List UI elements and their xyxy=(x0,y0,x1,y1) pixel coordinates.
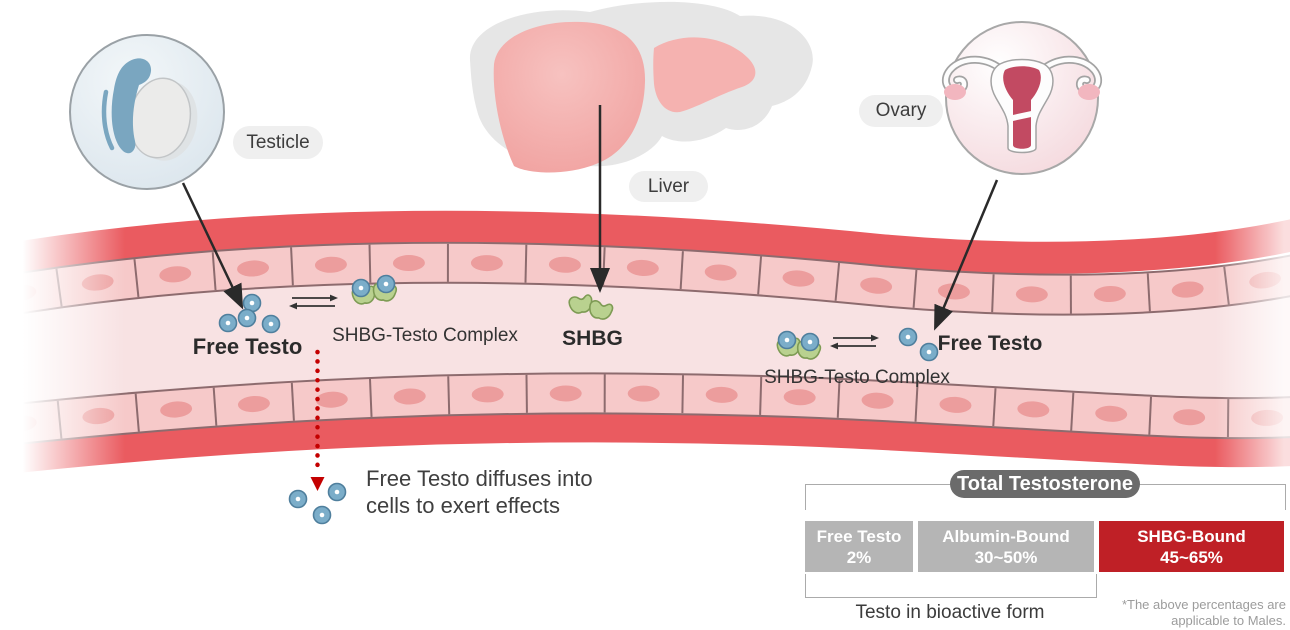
footnote-line2: applicable to Males. xyxy=(1171,613,1286,628)
segment-shbg-bound-value: 45~65% xyxy=(1160,547,1223,567)
blood-vessel xyxy=(0,210,1290,475)
segment-shbg-bound: SHBG-Bound 45~65% xyxy=(1099,521,1284,572)
vessel-wall-top xyxy=(0,210,1290,277)
equilibrium-arrows-left xyxy=(289,294,338,310)
ovary-to-vessel-arrow xyxy=(934,179,999,331)
bioactive-label: Testo in bioactive form xyxy=(855,602,1045,623)
free-testo-right-label: Free Testo xyxy=(937,332,1043,355)
diffusion-note: Free Testo diffuses into cells to exert … xyxy=(366,465,606,519)
liver-illustration xyxy=(469,1,813,173)
segment-albumin-bound-label: Albumin-Bound xyxy=(942,526,1070,546)
segment-albumin-bound: Albumin-Bound 30~50% xyxy=(918,521,1094,572)
ovary-illustration xyxy=(941,21,1103,175)
endothelium-top xyxy=(0,243,1290,316)
diffusion-note-line1: Free Testo diffuses into xyxy=(366,466,593,491)
ovary-label-text: Ovary xyxy=(875,100,927,121)
ovary-left-shape xyxy=(944,84,966,100)
total-testosterone-title: Total Testosterone xyxy=(957,472,1133,495)
footnote: *The above percentages are applicable to… xyxy=(1040,597,1286,629)
diffusion-note-line2: cells to exert effects xyxy=(366,493,561,518)
liver-left-lobe xyxy=(493,21,646,173)
liver-right-lobe xyxy=(653,37,756,113)
total-testosterone-badge: Total Testosterone xyxy=(950,470,1140,498)
endothelium-bottom xyxy=(0,374,1290,445)
testicle-illustration xyxy=(69,34,225,190)
testicle-to-vessel-arrow xyxy=(181,182,244,310)
shbg-testo-complex-right-label: SHBG-Testo Complex xyxy=(764,367,950,388)
footnote-line1: *The above percentages are xyxy=(1121,597,1286,612)
liver-label: Liver xyxy=(629,171,708,202)
testicle-label-text: Testicle xyxy=(246,131,310,153)
segment-shbg-bound-label: SHBG-Bound xyxy=(1137,526,1246,546)
fallopian-tubes xyxy=(941,55,1103,95)
shbg-testo-complex-left-label: SHBG-Testo Complex xyxy=(332,325,518,346)
testosterone-composition-bar: Free Testo 2% Albumin-Bound 30~50% SHBG-… xyxy=(805,521,1284,572)
segment-albumin-bound-value: 30~50% xyxy=(974,547,1038,567)
shbg-label: SHBG xyxy=(562,327,623,350)
segment-free-testo-value: 2% xyxy=(846,547,872,567)
vessel-wall-bottom xyxy=(0,412,1290,475)
uterus-cavity xyxy=(1003,66,1041,149)
diffusion-arrow xyxy=(310,349,325,491)
segment-free-testo: Free Testo 2% xyxy=(805,521,913,572)
endothelium-top-cells xyxy=(4,243,1281,314)
ovary-right-shape xyxy=(1078,84,1100,100)
testicle-label: Testicle xyxy=(233,126,323,159)
epididymis-shape xyxy=(111,58,152,154)
liver-label-text: Liver xyxy=(647,175,690,197)
free-testo-left-label: Free Testo xyxy=(192,334,303,359)
segment-free-testo-label: Free Testo xyxy=(816,526,902,546)
bioactive-bracket xyxy=(805,574,1097,598)
ovary-label: Ovary xyxy=(859,95,943,127)
equilibrium-arrows-right xyxy=(830,334,879,350)
